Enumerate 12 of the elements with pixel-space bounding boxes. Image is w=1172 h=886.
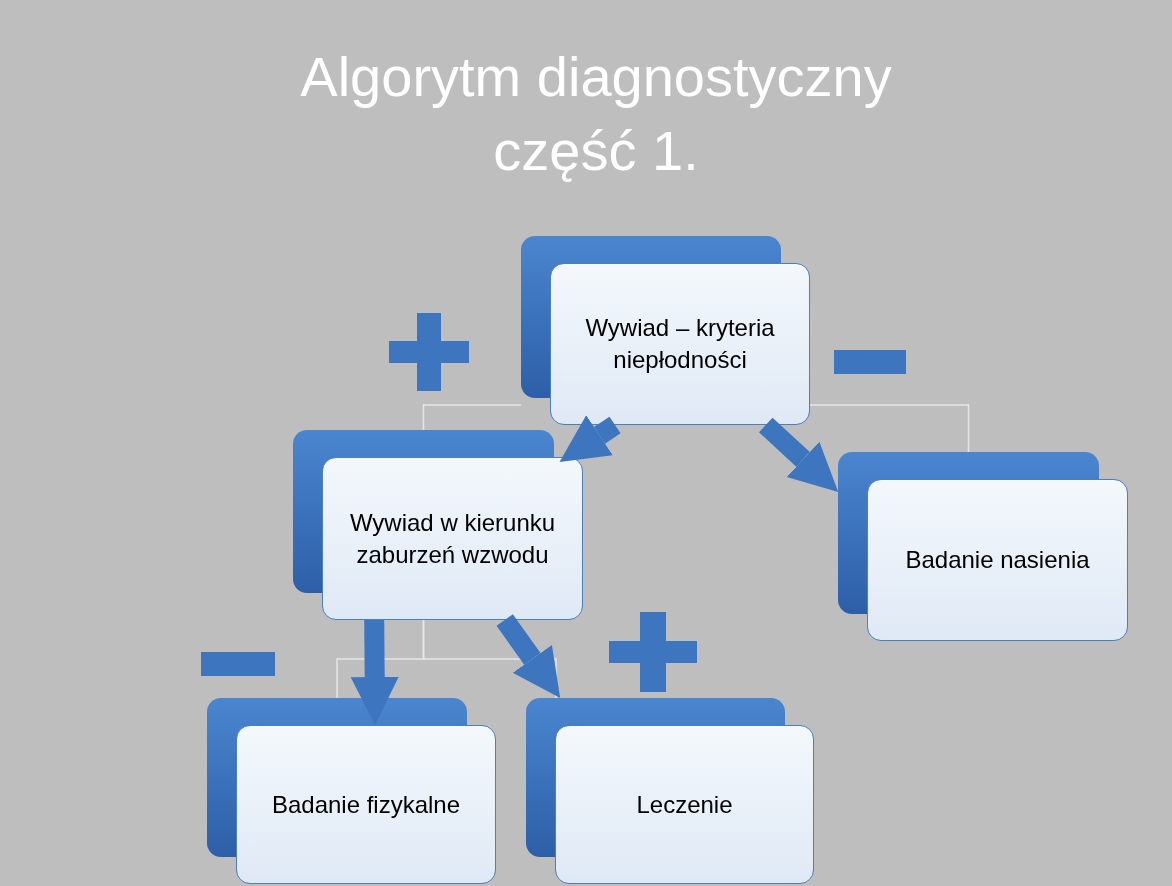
connector-line (809, 404, 970, 453)
node-text: Badanie fizykalne (271, 789, 461, 820)
node-text: Leczenie (636, 789, 733, 820)
block-arrow (759, 417, 839, 492)
connector-line (422, 404, 522, 431)
block-arrow (350, 619, 399, 725)
node-text: Wywiad w kierunku zaburzeń wzwodu (348, 507, 557, 570)
node-text: Badanie nasienia (905, 545, 1090, 575)
block-arrow (559, 415, 621, 462)
node-text: Wywiad – kryteria niepłodności (584, 313, 776, 375)
block-arrow (496, 614, 561, 698)
slide-title: Algorytm diagnostyczny część 1. (299, 44, 893, 184)
